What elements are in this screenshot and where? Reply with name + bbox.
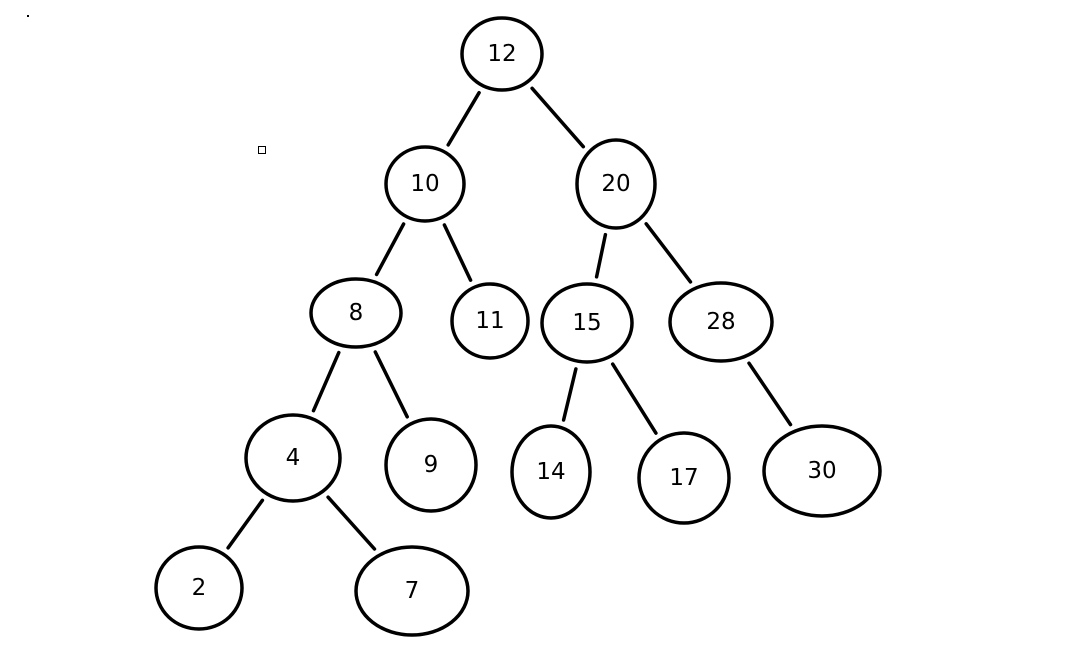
tree-node-circle — [575, 138, 657, 230]
tree-nodes: 12 10 20 8 11 15 28 4 9 14 17 30 2 7 — [154, 16, 882, 637]
tree-node-2: 2 — [154, 545, 244, 631]
tree-node-circle — [637, 431, 731, 525]
tree-node-14: 14 — [510, 424, 592, 520]
tree-node-label: 28 — [706, 309, 735, 335]
tree-node-circle — [309, 277, 403, 349]
tree-node-11: 11 — [450, 282, 530, 360]
tree-node-label: 8 — [349, 300, 364, 326]
tree-node-28: 28 — [668, 281, 774, 363]
tree-edge-12-10 — [446, 90, 481, 147]
tree-edge-4-2 — [226, 498, 265, 550]
tree-node-circle — [668, 281, 774, 363]
tree-node-12: 12 — [460, 16, 544, 92]
tree-edge-12-20 — [530, 86, 586, 149]
tree-node-10: 10 — [384, 145, 466, 223]
tree-node-7: 7 — [354, 545, 470, 637]
tree-edge-8-9 — [373, 350, 409, 419]
tree-node-circle — [354, 545, 470, 637]
tree-edge-10-8 — [374, 222, 406, 277]
tree-node-circle — [450, 282, 530, 360]
tree-edge-15-14 — [561, 367, 578, 422]
tree-node-label: 7 — [405, 578, 420, 604]
tree-node-label: 30 — [807, 458, 836, 484]
tree-node-circle — [384, 417, 478, 513]
tree-node-30: 30 — [762, 424, 882, 518]
tree-node-label: 17 — [669, 465, 698, 491]
tree-edge-15-17 — [610, 362, 658, 435]
small-square-mark — [258, 146, 266, 154]
tree-node-label: 12 — [487, 41, 516, 67]
tree-node-15: 15 — [540, 282, 634, 364]
tree-node-20: 20 — [575, 138, 657, 230]
tree-node-label: 10 — [410, 171, 439, 197]
tree-node-circle — [762, 424, 882, 518]
tree-node-label: 2 — [192, 575, 207, 601]
tree-edge-28-30 — [747, 361, 793, 427]
tree-edges — [226, 86, 793, 551]
tree-edge-20-15 — [594, 232, 608, 279]
stray-dot-mark — [27, 15, 29, 17]
tree-node-circle — [384, 145, 466, 223]
tree-edge-4-7 — [326, 495, 377, 551]
tree-edge-10-11 — [442, 223, 473, 282]
tree-node-label: 20 — [601, 171, 630, 197]
tree-node-label: 15 — [572, 310, 601, 336]
tree-node-17: 17 — [637, 431, 731, 525]
tree-node-circle — [244, 413, 342, 503]
tree-node-circle — [154, 545, 244, 631]
tree-node-label: 9 — [424, 452, 439, 478]
tree-node-label: 11 — [475, 308, 504, 334]
tree-edge-8-4 — [311, 350, 341, 413]
tree-node-circle — [510, 424, 592, 520]
tree-node-circle — [540, 282, 634, 364]
tree-node-9: 9 — [384, 417, 478, 513]
tree-node-label: 14 — [536, 459, 565, 485]
tree-edge-20-28 — [644, 222, 693, 284]
tree-node-8: 8 — [309, 277, 403, 349]
tree-node-4: 4 — [244, 413, 342, 503]
tree-node-label: 4 — [286, 445, 301, 471]
tree-node-circle — [460, 16, 544, 92]
